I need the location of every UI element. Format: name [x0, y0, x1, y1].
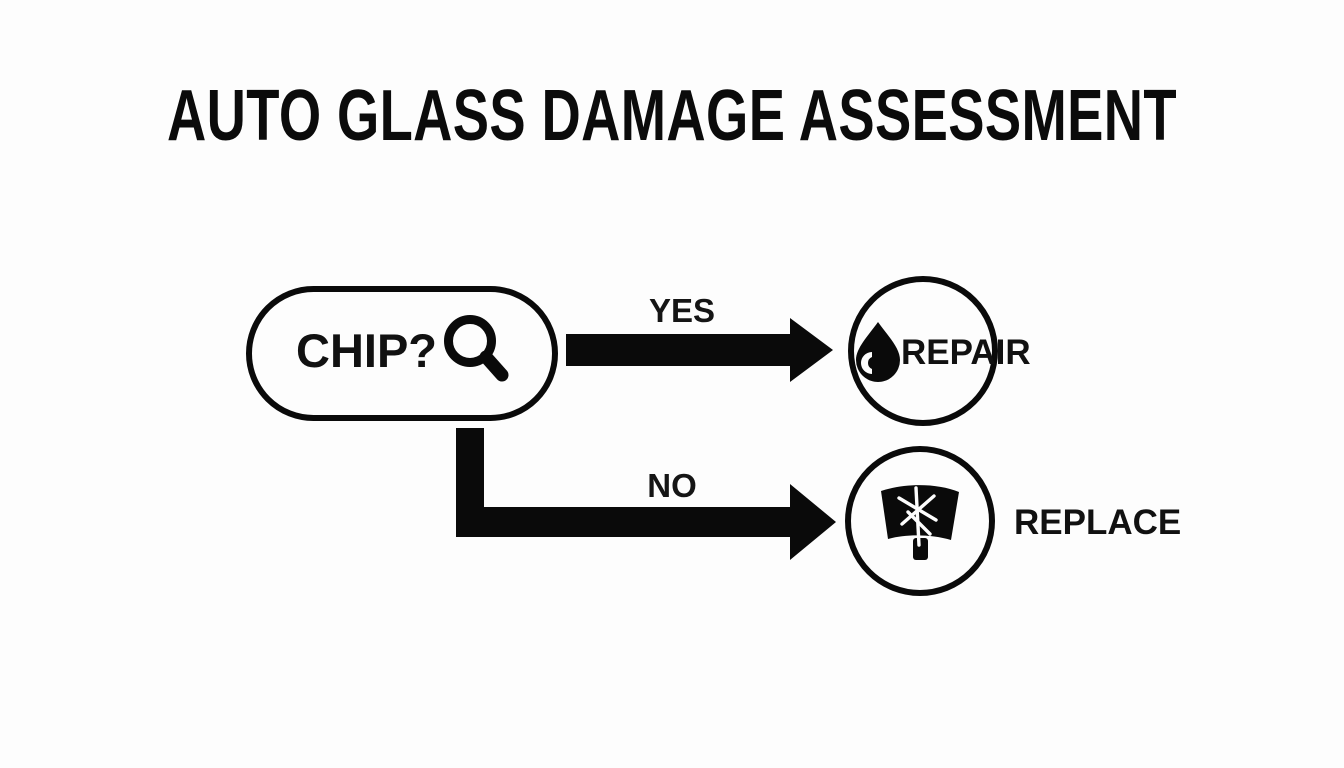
repair-circle-outline [848, 276, 998, 426]
droplet-highlight [861, 352, 872, 374]
outcome-node-replace[interactable]: REPLACE [845, 446, 1181, 596]
decision-node-chip[interactable]: CHIP? [246, 286, 558, 421]
no-arrow [456, 428, 836, 560]
replace-circle-outline [845, 446, 995, 596]
yes-arrow [566, 318, 833, 382]
page-title: AUTO GLASS DAMAGE ASSESSMENT [167, 76, 1177, 156]
outcome-label-repair: REPAIR [901, 333, 1031, 372]
decision-node-outline [246, 286, 558, 421]
edge-label-yes: YES [649, 292, 715, 329]
edge-yes: YES [566, 292, 833, 382]
magnifying-glass-icon [444, 315, 509, 382]
crack-star [897, 486, 938, 547]
water-droplet-icon [856, 322, 900, 382]
wiper-stem [913, 538, 928, 560]
edge-no: NO [456, 428, 836, 560]
edge-label-no: NO [647, 467, 697, 504]
decision-node-label: CHIP? [296, 324, 437, 377]
outcome-node-repair[interactable]: REPAIR [848, 276, 1031, 426]
droplet-body [856, 322, 900, 382]
outcome-label-replace: REPLACE [1014, 503, 1181, 542]
cracked-windshield-icon [881, 485, 959, 560]
